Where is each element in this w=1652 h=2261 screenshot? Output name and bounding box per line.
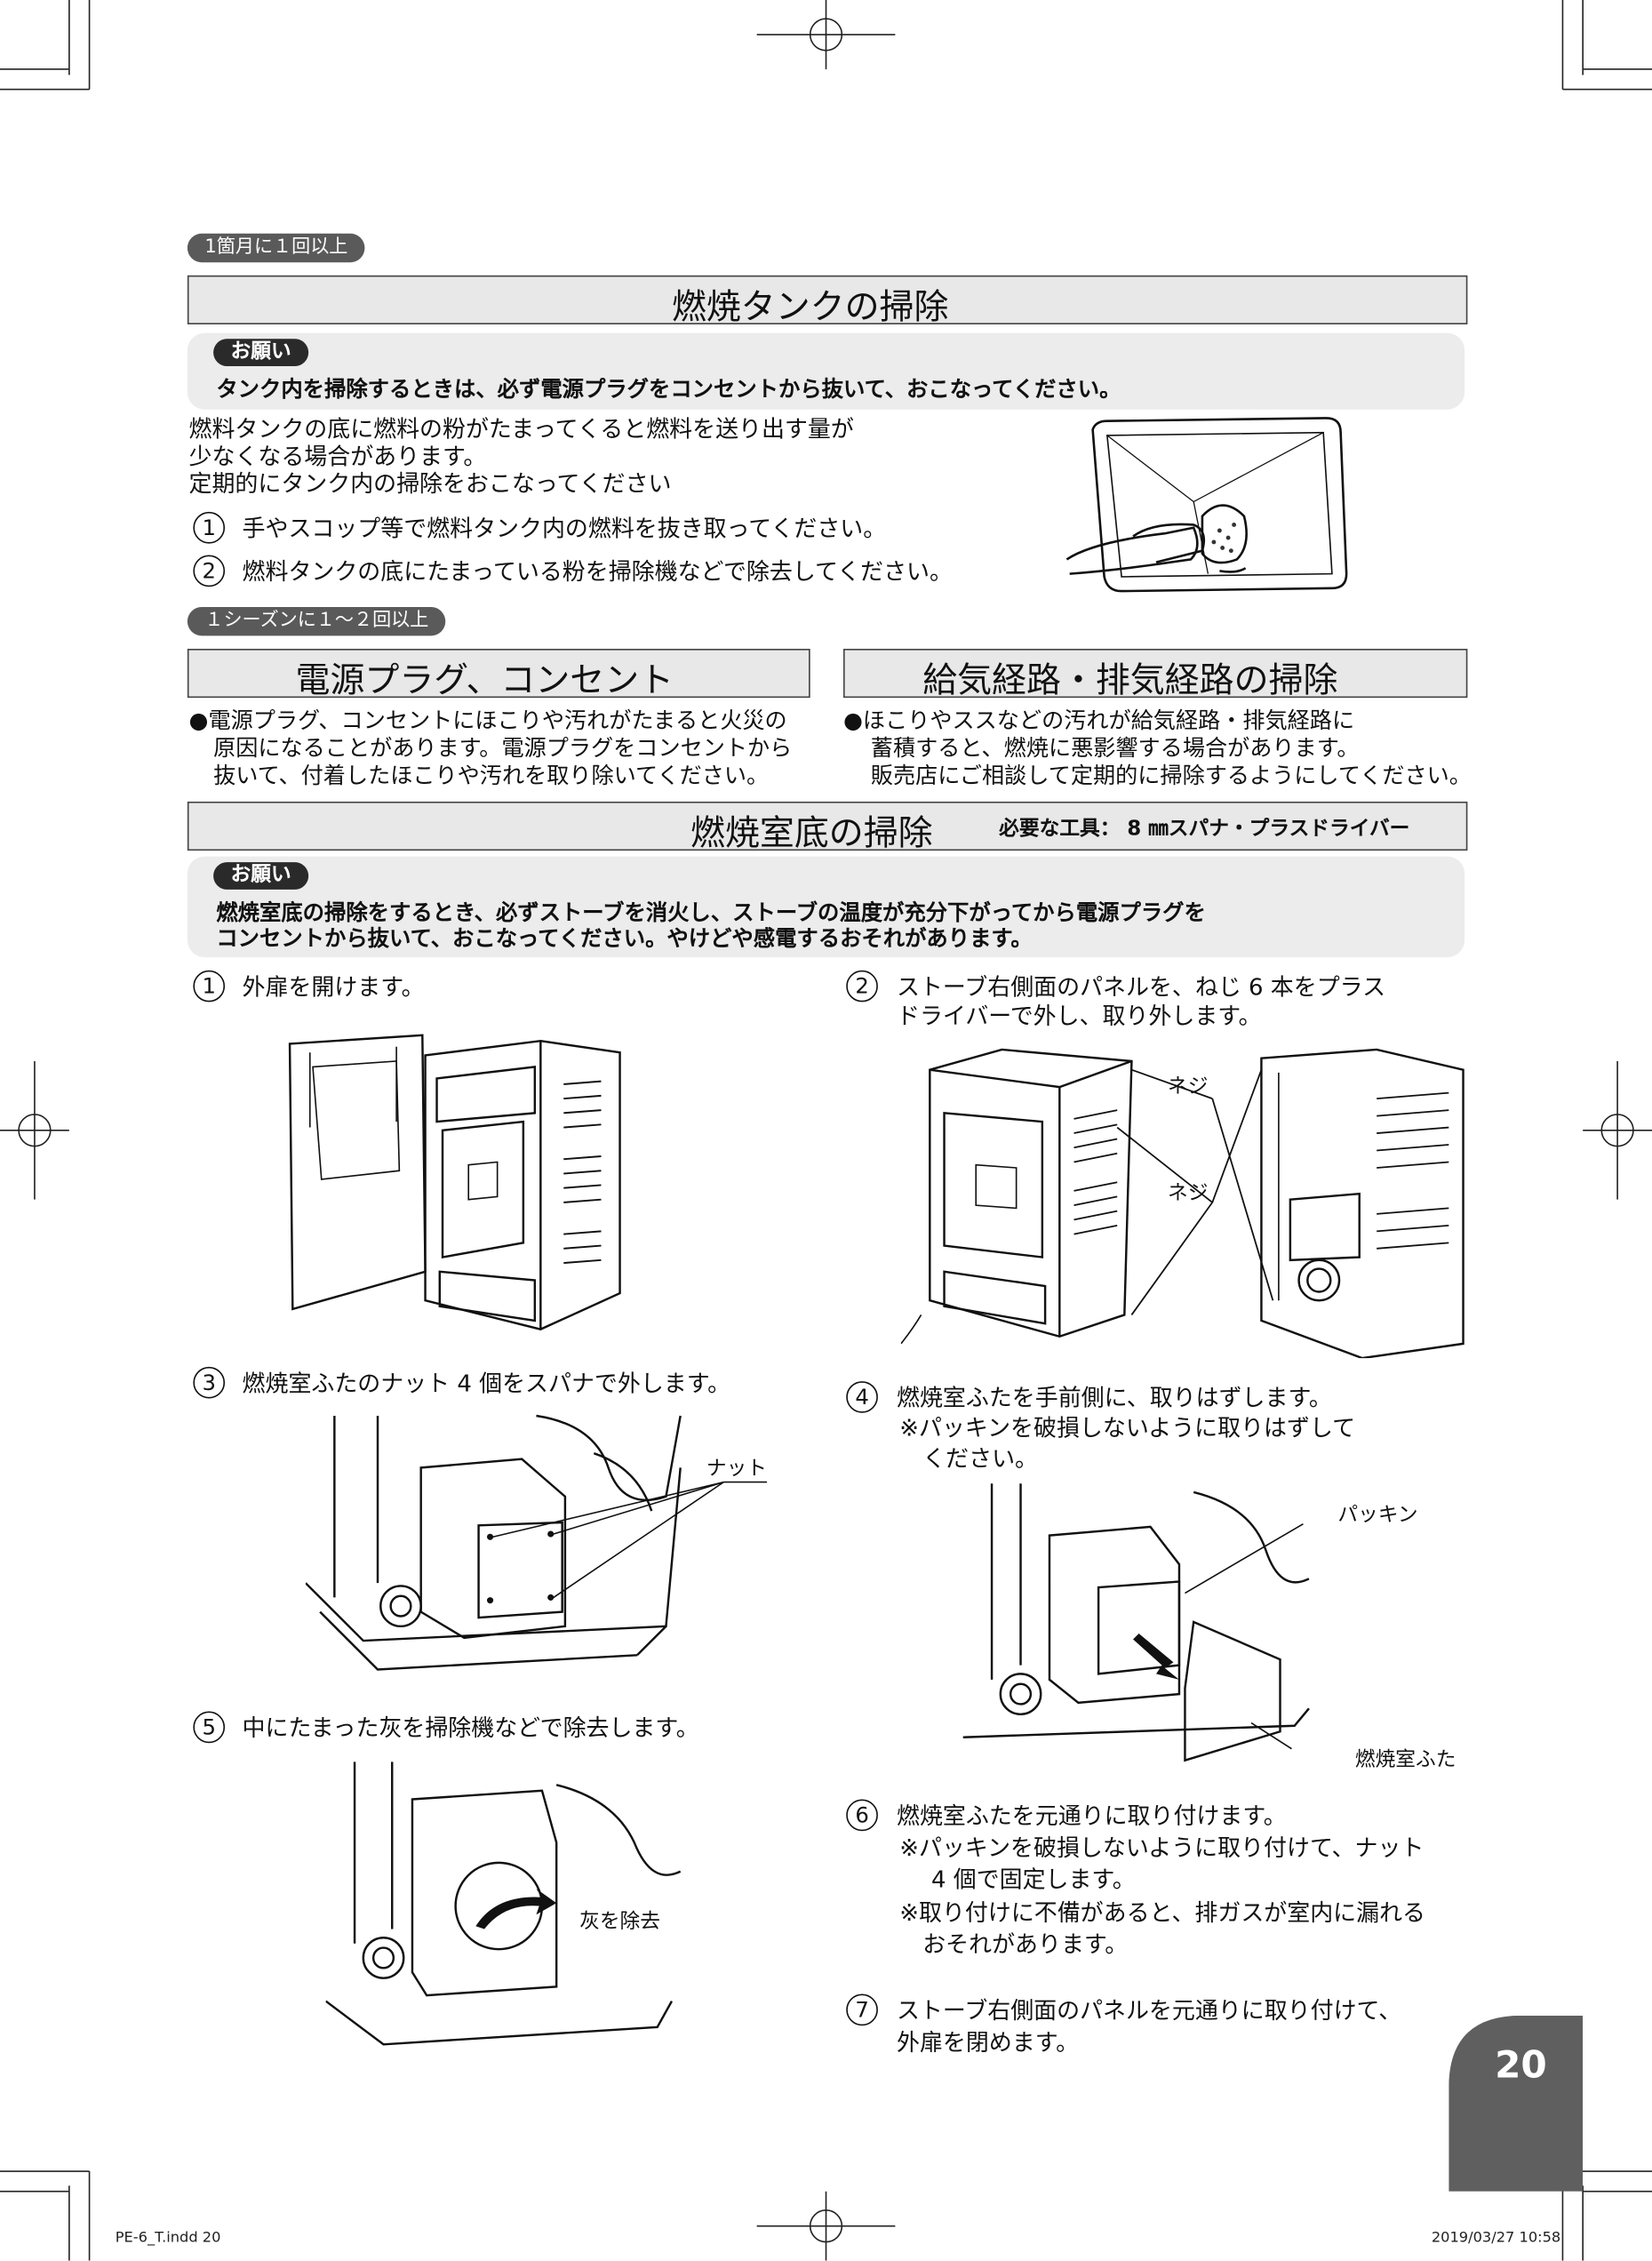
frequency-badge: 1箇月に１回以上 bbox=[187, 233, 365, 263]
chamber-step-6-line-2: ※パッキンを破損しないように取り付けて、ナット bbox=[899, 1834, 1425, 1862]
notice-line-2: コンセントから抜いて、おこなってください。やけどや感電するおそれがあります。 bbox=[216, 925, 1033, 952]
chamber-step-6-line-5: おそれがあります。 bbox=[922, 1930, 1129, 1958]
chamber-step-5: 中にたまった灰を掃除機などで除去します。 bbox=[242, 1714, 699, 1742]
chamber-step-6-line-4: ※取り付けに不備があると、排ガスが室内に漏れる bbox=[899, 1898, 1426, 1927]
airpath-line-3: 販売店にご相談して定期的に掃除するようにしてください。 bbox=[870, 763, 1472, 789]
step-number: 3 bbox=[193, 1366, 226, 1399]
airpath-line-2: 蓄積すると、燃焼に悪影響する場合があります。 bbox=[870, 735, 1360, 762]
label-screw-middle: ネジ bbox=[1167, 1182, 1209, 1206]
intro-line-2: 少なくなる場合があります。 bbox=[188, 443, 487, 470]
tank-cleaning-illustration bbox=[1065, 417, 1348, 593]
tank-step-1: 手やスコップ等で燃料タンク内の燃料を抜き取ってください。 bbox=[242, 515, 887, 542]
notice-box-tank: お願い タンク内を掃除するときは、必ず電源プラグをコンセントから抜いて、おこなっ… bbox=[187, 332, 1465, 410]
label-packing: パッキン bbox=[1337, 1503, 1418, 1527]
chamber-step-4-line-1: 燃焼室ふたを手前側に、取りはずします。 bbox=[897, 1384, 1332, 1412]
chamber-step-7-line-1: ストーブ右側面のパネルを元通りに取り付けて、 bbox=[897, 1996, 1402, 2025]
notice-box-chamber: お願い 燃焼室底の掃除をするとき、必ずストーブを消火し、ストーブの温度が充分下が… bbox=[187, 856, 1465, 958]
section-title-tank: 燃焼タンクの掃除 bbox=[671, 286, 949, 328]
footer-timestamp: 2019/03/27 10:58 bbox=[1431, 2230, 1561, 2247]
step-number: 2 bbox=[193, 555, 226, 587]
chamber-step-2-line-2: ドライバーで外し、取り外します。 bbox=[897, 1002, 1262, 1030]
chamber-lid-removal-illustration bbox=[962, 1483, 1310, 1762]
plug-line-2: 原因になることがあります。電源プラグをコンセントから bbox=[213, 735, 793, 762]
section-header-airpath: 給気経路・排気経路の掃除 bbox=[842, 648, 1468, 700]
step-number: 1 bbox=[193, 970, 226, 1003]
tank-step-2: 燃料タンクの底にたまっている粉を掃除機などで除去してください。 bbox=[242, 557, 953, 586]
chamber-step-2-line-1: ストーブ右側面のパネルを、ねじ 6 本をプラス bbox=[897, 972, 1386, 1001]
chamber-step-7-line-2: 外扉を閉めます。 bbox=[897, 2028, 1080, 2057]
intro-line-1: 燃料タンクの底に燃料の粉がたまってくると燃料を送り出す量が bbox=[188, 415, 854, 443]
step-number: 6 bbox=[846, 1799, 878, 1832]
season-badge: １シーズンに１～２回以上 bbox=[187, 606, 446, 636]
section-header-plug: 電源プラグ、コンセント bbox=[187, 648, 810, 700]
section-header-tank: 燃焼タンクの掃除 bbox=[187, 275, 1468, 327]
section-header-chamber: 燃焼室底の掃除 必要な工具： 8 ㎜スパナ・プラスドライバー bbox=[187, 801, 1468, 853]
notice-badge: お願い bbox=[213, 862, 309, 890]
section-title-airpath: 給気経路・排気経路の掃除 bbox=[922, 659, 1338, 701]
airpath-line-1: ●ほこりやススなどの汚れが給気経路・排気経路に bbox=[842, 707, 1355, 734]
chamber-nut-illustration bbox=[305, 1414, 768, 1671]
stove-side-panel-illustration bbox=[900, 1048, 1464, 1359]
page-number-tab bbox=[1448, 2015, 1584, 2192]
notice-text: タンク内を掃除するときは、必ず電源プラグをコンセントから抜いて、おこなってくださ… bbox=[216, 376, 1121, 403]
footer-file: PE-6_T.indd 20 bbox=[115, 2230, 221, 2247]
chamber-step-6-line-1: 燃焼室ふたを元通りに取り付けます。 bbox=[897, 1802, 1287, 1830]
plug-line-3: 抜いて、付着したほこりや汚れを取り除いてください。 bbox=[213, 763, 770, 789]
step-number: 7 bbox=[846, 1993, 878, 2026]
intro-line-3: 定期的にタンク内の掃除をおこなってください bbox=[188, 469, 672, 498]
label-chamber-lid: 燃焼室ふた bbox=[1354, 1748, 1456, 1772]
step-number: 1 bbox=[193, 511, 226, 544]
chamber-step-6-line-3: 4 個で固定します。 bbox=[930, 1866, 1136, 1893]
plug-line-1: ●電源プラグ、コンセントにほこりや汚れがたまると火災の bbox=[188, 707, 787, 734]
chamber-step-3: 燃焼室ふたのナット 4 個をスパナで外します。 bbox=[242, 1370, 731, 1397]
notice-badge: お願い bbox=[213, 339, 309, 367]
notice-line-1: 燃焼室底の掃除をするとき、必ずストーブを消火し、ストーブの温度が充分下がってから… bbox=[216, 899, 1206, 926]
chamber-step-4-line-3: ください。 bbox=[922, 1444, 1039, 1473]
step-number: 2 bbox=[846, 970, 878, 1003]
chamber-step-4-line-2: ※パッキンを破損しないように取りはずして bbox=[899, 1414, 1356, 1442]
section-title-plug: 電源プラグ、コンセント bbox=[295, 659, 674, 701]
label-screw-top: ネジ bbox=[1167, 1075, 1209, 1099]
label-remove-ash: 灰を除去 bbox=[579, 1910, 660, 1934]
step-number: 4 bbox=[846, 1381, 878, 1413]
label-nut: ナット bbox=[706, 1458, 768, 1481]
chamber-step-1: 外扉を開けます。 bbox=[242, 972, 425, 1001]
page-number: 20 bbox=[1495, 2044, 1547, 2088]
section-title-chamber: 燃焼室底の掃除 bbox=[690, 812, 933, 854]
ash-removal-illustration bbox=[325, 1762, 682, 2046]
step-number: 5 bbox=[193, 1711, 226, 1744]
required-tools: 必要な工具： 8 ㎜スパナ・プラスドライバー bbox=[999, 817, 1410, 841]
stove-door-open-illustration bbox=[288, 1034, 621, 1330]
